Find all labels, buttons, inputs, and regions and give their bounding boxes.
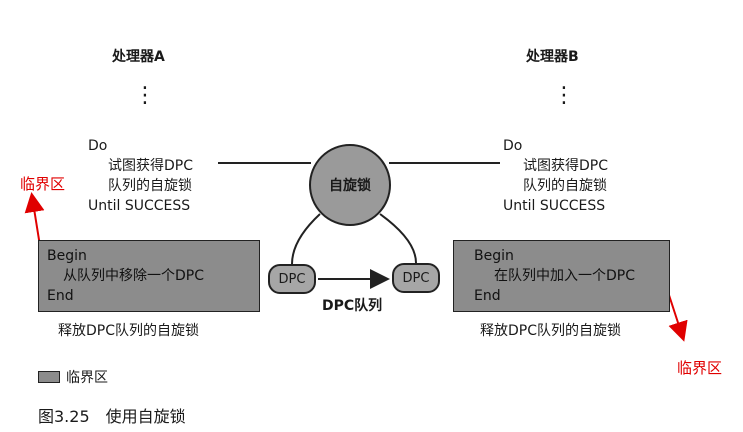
- spinlock-label: 自旋锁: [329, 178, 371, 194]
- processor-b-try-line1: 试图获得DPC: [523, 158, 608, 174]
- caption-text: 使用自旋锁: [105, 407, 186, 426]
- processor-b-action: 在队列中加入一个DPC: [494, 268, 635, 284]
- figure-caption: 图3.25 使用自旋锁: [38, 403, 186, 427]
- caption-number: 图3.25: [38, 407, 90, 426]
- dpc-node-left: DPC: [268, 264, 316, 294]
- processor-a-critical-section: Begin 从队列中移除一个DPC End: [38, 240, 260, 312]
- annotation-left-critical: 临界区: [20, 175, 66, 193]
- spinlock-node: 自旋锁: [309, 144, 391, 226]
- processor-b-critical-section: Begin 在队列中加入一个DPC End: [453, 240, 670, 312]
- processor-a-until: Until SUCCESS: [88, 198, 191, 214]
- arc-lock-to-dpc-right: [379, 213, 417, 264]
- processor-a-try-line2: 队列的自旋锁: [108, 178, 192, 194]
- processor-b-do: Do: [503, 138, 523, 154]
- processor-b-title: 处理器B: [526, 49, 579, 65]
- legend-label: 临界区: [66, 370, 108, 386]
- annotation-arrow-left: [24, 192, 45, 247]
- processor-b-end: End: [474, 288, 501, 304]
- processor-a-do: Do: [88, 138, 108, 154]
- annotation-right-critical: 临界区: [677, 359, 723, 377]
- arc-lock-to-dpc-left: [291, 213, 321, 265]
- dpc-node-right: DPC: [392, 263, 440, 293]
- processor-b-release: 释放DPC队列的自旋锁: [480, 323, 621, 339]
- processor-a-ellipsis: ⋮: [134, 83, 156, 108]
- processor-a-action: 从队列中移除一个DPC: [63, 268, 204, 284]
- processor-a-end: End: [47, 288, 74, 304]
- processor-b-ellipsis: ⋮: [553, 83, 575, 108]
- legend-swatch: [38, 371, 60, 383]
- dpc-queue-label: DPC队列: [322, 298, 383, 314]
- processor-a-release: 释放DPC队列的自旋锁: [58, 323, 199, 339]
- processor-b-try-line2: 队列的自旋锁: [523, 178, 607, 194]
- processor-a-begin: Begin: [47, 248, 87, 264]
- processor-a-title: 处理器A: [112, 49, 165, 65]
- processor-b-until: Until SUCCESS: [503, 198, 606, 214]
- processor-a-try-line1: 试图获得DPC: [108, 158, 193, 174]
- dpc-node-right-label: DPC: [402, 270, 430, 286]
- dpc-node-left-label: DPC: [278, 271, 306, 287]
- processor-b-begin: Begin: [474, 248, 514, 264]
- annotation-arrow-right: [667, 291, 688, 342]
